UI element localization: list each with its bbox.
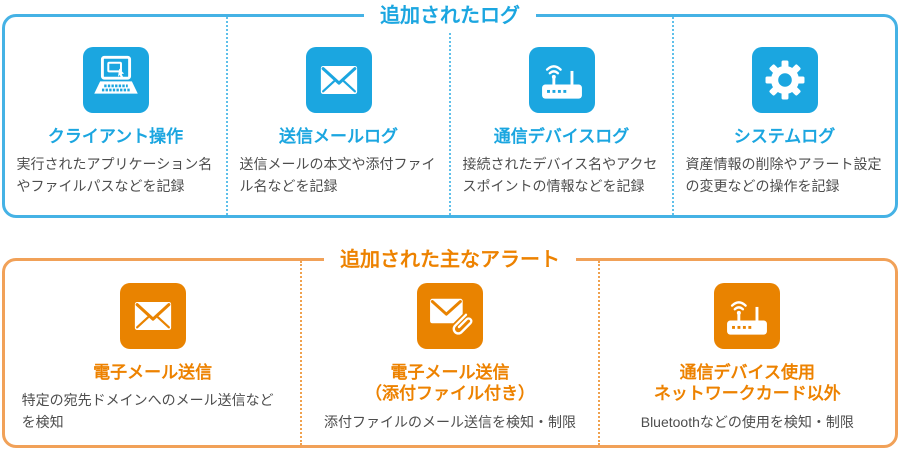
added-alerts-section: 追加された主なアラート 電子メール送信 特定の宛先ドメインへのメール送信などを検… <box>2 245 898 448</box>
log-item-description: 送信メールの本文や添付ファイル名などを記録 <box>239 156 436 194</box>
log-item-title: クライアント操作 <box>47 127 184 146</box>
mail-icon <box>305 47 372 113</box>
alert-item-email-send: 電子メール送信 特定の宛先ドメインへのメール送信などを検知 <box>5 261 300 445</box>
log-item-description: 接続されたデバイス名やアクセスポイントの情報などを記録 <box>462 156 658 194</box>
mail-icon <box>119 283 186 349</box>
alert-item-communication-device-use: 通信デバイス使用 ネットワークカード以外 Bluetoothなどの使用を検知・制… <box>597 261 895 445</box>
alert-item-title: 電子メール送信 （添付ファイル付き） <box>364 363 535 404</box>
wifi-router-icon <box>714 283 781 349</box>
log-item-description: 資産情報の削除やアラート設定の変更などの操作を記録 <box>685 156 882 194</box>
laptop-cursor-icon <box>82 47 149 113</box>
log-item-communication-device: 通信デバイスログ 接続されたデバイス名やアクセスポイントの情報などを記録 <box>449 17 672 215</box>
added-logs-section: 追加されたログ クライアント操作 実行されたアプリケーション名やファイルパスなど… <box>2 1 898 218</box>
alert-item-description: Bluetoothなどの使用を検知・制限 <box>640 413 854 430</box>
added-alerts-columns: 電子メール送信 特定の宛先ドメインへのメール送信などを検知 電子メール送信 （添… <box>5 261 895 445</box>
wifi-router-icon <box>528 47 595 113</box>
added-alerts-section-title: 追加された主なアラート <box>324 245 576 275</box>
alert-item-title: 電子メール送信 <box>93 363 213 382</box>
gear-icon <box>751 47 818 113</box>
log-item-description: 実行されたアプリケーション名やファイルパスなどを記録 <box>16 156 213 194</box>
log-item-sent-mail: 送信メールログ 送信メールの本文や添付ファイル名などを記録 <box>226 17 449 215</box>
alert-item-description: 添付ファイルのメール送信を検知・制限 <box>323 413 576 430</box>
mail-attachment-icon <box>416 283 483 349</box>
added-logs-columns: クライアント操作 実行されたアプリケーション名やファイルパスなどを記録 送信メー… <box>5 17 895 215</box>
alert-item-title: 通信デバイス使用 ネットワークカード以外 <box>653 363 841 404</box>
alert-item-description: 特定の宛先ドメインへのメール送信などを検知 <box>21 392 274 430</box>
log-item-system: システムログ 資産情報の削除やアラート設定の変更などの操作を記録 <box>672 17 895 215</box>
log-item-title: 送信メールログ <box>279 127 398 146</box>
log-item-title: システムログ <box>733 127 836 146</box>
added-logs-section-title: 追加されたログ <box>364 1 536 31</box>
log-item-title: 通信デバイスログ <box>493 127 630 146</box>
alert-item-email-attachment: 電子メール送信 （添付ファイル付き） 添付ファイルのメール送信を検知・制限 <box>300 261 597 445</box>
log-item-client-operation: クライアント操作 実行されたアプリケーション名やファイルパスなどを記録 <box>5 17 226 215</box>
